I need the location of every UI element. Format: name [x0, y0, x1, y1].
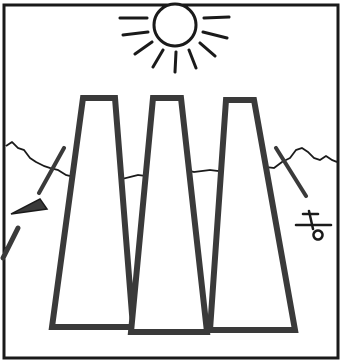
sun-ray — [175, 52, 176, 72]
sun-ray — [204, 17, 229, 18]
sun-disc — [154, 4, 196, 46]
runway-lanes — [52, 98, 295, 332]
aircraft-wheel — [314, 231, 323, 240]
